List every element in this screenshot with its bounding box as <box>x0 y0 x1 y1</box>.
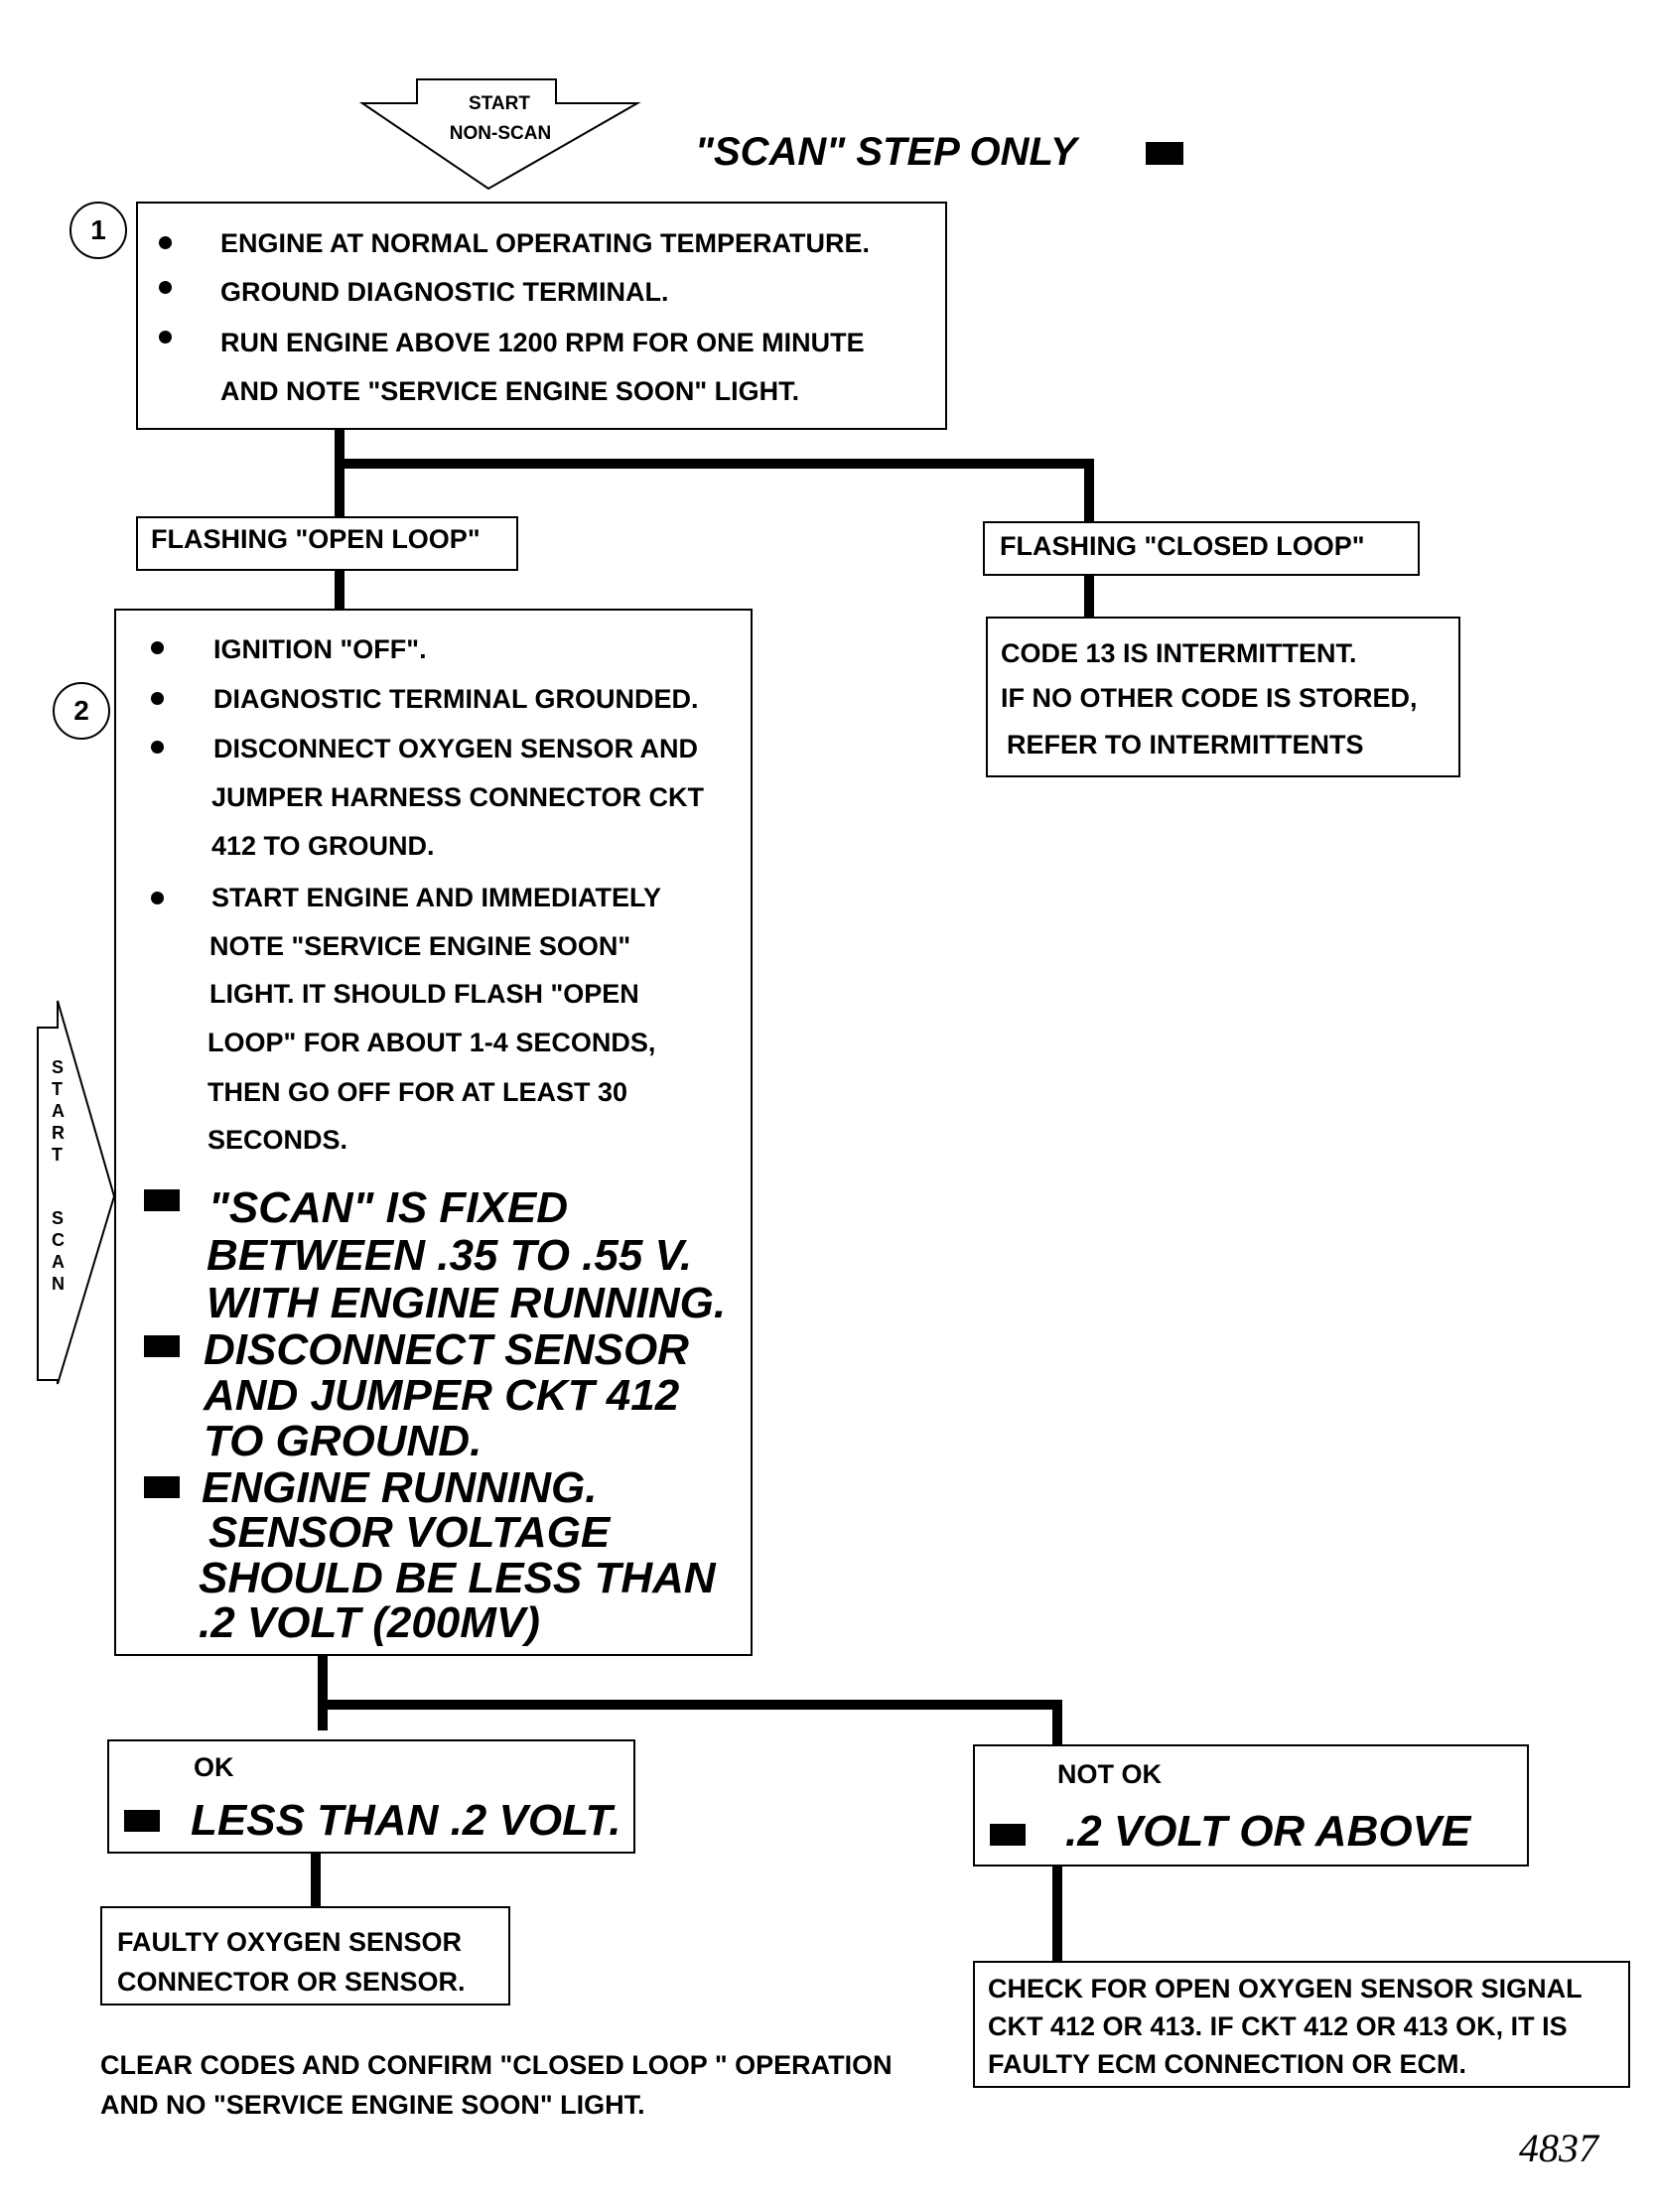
step2-scan-line: DISCONNECT SENSOR <box>204 1325 689 1374</box>
step1-line: GROUND DIAGNOSTIC TERMINAL. <box>220 277 669 307</box>
check-line: CHECK FOR OPEN OXYGEN SENSOR SIGNAL <box>988 1974 1583 2004</box>
step2-line: IGNITION "OFF". <box>213 634 427 664</box>
bullet <box>151 741 164 754</box>
scan-marker <box>144 1189 180 1211</box>
step2-scan-line: .2 VOLT (200MV) <box>199 1598 540 1647</box>
step2-line: LIGHT. IT SHOULD FLASH "OPEN <box>209 979 639 1009</box>
scan-marker <box>144 1476 180 1498</box>
not-ok-box <box>973 1744 1529 1866</box>
step2-scan-line: TO GROUND. <box>204 1417 482 1465</box>
ok-box <box>107 1739 635 1854</box>
ok-label: OK <box>194 1752 234 1782</box>
not-ok-label: NOT OK <box>1057 1759 1162 1789</box>
step1-line: ENGINE AT NORMAL OPERATING TEMPERATURE. <box>220 228 871 258</box>
scan-marker <box>144 1335 180 1357</box>
step2-scan-line: SHOULD BE LESS THAN <box>199 1554 716 1602</box>
start-down-arrow-shape <box>358 78 641 191</box>
step2-scan-line: "SCAN" IS FIXED <box>208 1183 568 1232</box>
scan-marker <box>1146 142 1183 165</box>
start-scan-letter: T <box>52 1079 63 1099</box>
step2-line: NOTE "SERVICE ENGINE SOON" <box>209 931 631 961</box>
step2-line: JUMPER HARNESS CONNECTOR CKT <box>211 782 705 812</box>
start-scan-letter: R <box>52 1123 65 1143</box>
flashing-closed-loop-label: FLASHING "CLOSED LOOP" <box>1000 531 1365 561</box>
connector-line <box>1052 1700 1062 1744</box>
faulty-line: CONNECTOR OR SENSOR. <box>117 1967 466 1997</box>
step2-scan-line: SENSOR VOLTAGE <box>208 1508 611 1557</box>
start-scan-letter: S <box>52 1208 65 1228</box>
faulty-sensor-box <box>100 1906 510 2005</box>
start-scan-letter: T <box>52 1145 63 1165</box>
check-line: CKT 412 OR 413. IF CKT 412 OR 413 OK, IT… <box>988 2011 1568 2041</box>
step1-box <box>136 202 947 430</box>
start-arrow-line1: START <box>469 93 530 114</box>
bullet <box>151 892 164 904</box>
step2-line: 412 TO GROUND. <box>211 831 435 861</box>
start-scan-letter: A <box>52 1252 65 1272</box>
bullet <box>159 281 172 294</box>
step2-scan-line: ENGINE RUNNING. <box>202 1463 598 1512</box>
step2-scan-line: BETWEEN .35 TO .55 V. <box>207 1231 693 1280</box>
clear-note-line: AND NO "SERVICE ENGINE SOON" LIGHT. <box>100 2090 645 2120</box>
scan-marker <box>124 1810 160 1832</box>
not-ok-scan-text: .2 VOLT OR ABOVE <box>1065 1807 1471 1856</box>
flashing-open-loop-label: FLASHING "OPEN LOOP" <box>151 524 481 554</box>
step2-scan-line: WITH ENGINE RUNNING. <box>207 1279 727 1327</box>
faulty-line: FAULTY OXYGEN SENSOR <box>117 1927 463 1957</box>
code13-box <box>986 617 1460 777</box>
start-scan-letter: C <box>52 1230 65 1250</box>
bullet <box>159 331 172 344</box>
connector-line <box>335 427 344 516</box>
scan-step-header: "SCAN" STEP ONLY <box>695 130 1077 174</box>
step2-line: THEN GO OFF FOR AT LEAST 30 <box>207 1077 628 1107</box>
page-number: 4837 <box>1519 2126 1598 2170</box>
step2-line: LOOP" FOR ABOUT 1-4 SECONDS, <box>207 1028 656 1057</box>
step2-line: SECONDS. <box>207 1125 348 1155</box>
start-scan-letter: S <box>52 1057 65 1077</box>
clear-note-line: CLEAR CODES AND CONFIRM "CLOSED LOOP " O… <box>100 2050 893 2080</box>
start-arrow-line2: NON-SCAN <box>449 123 552 144</box>
step2-line: START ENGINE AND IMMEDIATELY <box>211 883 662 912</box>
bullet <box>151 692 164 705</box>
step2-line: DIAGNOSTIC TERMINAL GROUNDED. <box>213 684 699 714</box>
start-scan-letter: A <box>52 1101 65 1121</box>
flashing-open-loop-box <box>136 516 518 571</box>
check-ecm-box <box>973 1961 1630 2088</box>
connector-line <box>318 1700 1062 1710</box>
bullet <box>151 641 164 654</box>
flashing-closed-loop-box <box>983 521 1420 576</box>
connector-line <box>318 1653 328 1730</box>
scan-marker <box>990 1824 1026 1846</box>
step1-line: AND NOTE "SERVICE ENGINE SOON" LIGHT. <box>220 376 800 406</box>
connector-line <box>335 459 1094 469</box>
connector-line <box>311 1854 321 1908</box>
code13-line: CODE 13 IS INTERMITTENT. <box>1001 638 1357 668</box>
step2-line: DISCONNECT OXYGEN SENSOR AND <box>213 734 699 763</box>
connector-line <box>1084 572 1094 617</box>
start-scan-arrow-shape <box>37 1000 116 1385</box>
step-number-1: 1 <box>69 202 127 259</box>
step2-box <box>114 609 753 1656</box>
step2-scan-line: AND JUMPER CKT 412 <box>204 1371 680 1420</box>
start-scan-letter: N <box>52 1274 65 1294</box>
bullet <box>159 236 172 249</box>
step-number-2: 2 <box>53 682 110 740</box>
step1-line: RUN ENGINE ABOVE 1200 RPM FOR ONE MINUTE <box>220 328 865 357</box>
connector-line <box>1084 459 1094 528</box>
code13-line: REFER TO INTERMITTENTS <box>1007 730 1364 760</box>
connector-line <box>1052 1866 1062 1961</box>
check-line: FAULTY ECM CONNECTION OR ECM. <box>988 2049 1467 2079</box>
connector-line <box>335 570 344 610</box>
code13-line: IF NO OTHER CODE IS STORED, <box>1001 683 1418 713</box>
ok-scan-text: LESS THAN .2 VOLT. <box>191 1796 621 1845</box>
